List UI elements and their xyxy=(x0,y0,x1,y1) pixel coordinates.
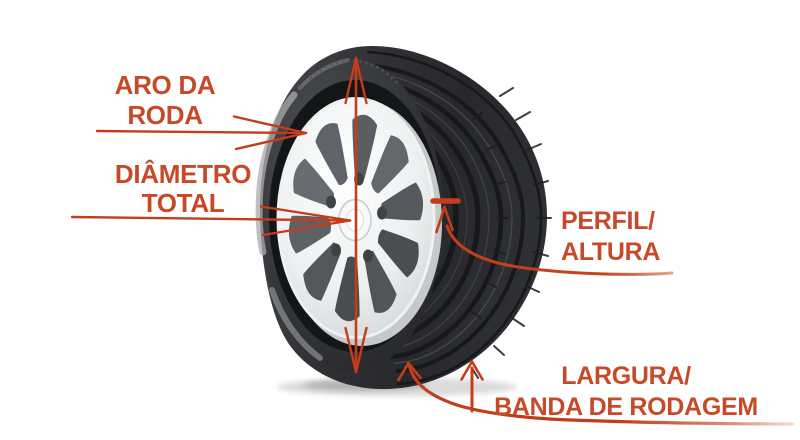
wheel-lug-slots xyxy=(326,172,387,263)
profile-label: PERFIL/ ALTURA xyxy=(561,206,781,268)
rim-pointer-arrow xyxy=(95,115,308,151)
profile-pointer-arrow xyxy=(430,198,674,276)
profile-label-line1: PERFIL/ xyxy=(561,207,655,235)
rim-label: ARO DA RODA xyxy=(68,70,262,130)
diameter-label-line1: DIÂMETRO xyxy=(114,159,252,189)
wheel-spokes xyxy=(288,114,424,322)
width-label-line2: BANDA DE RODAGEM xyxy=(494,393,758,421)
diameter-label: DIÂMETRO TOTAL xyxy=(86,160,280,218)
diameter-pointer-arrow xyxy=(70,205,352,237)
rim-label-line1: ARO DA xyxy=(114,70,216,100)
diameter-measure-line xyxy=(344,56,368,374)
width-label: LARGURA/ BANDA DE RODAGEM xyxy=(494,361,758,423)
profile-label-line2: ALTURA xyxy=(561,238,661,266)
rim-label-line2: RODA xyxy=(127,100,203,130)
width-label-line1: LARGURA/ xyxy=(561,362,691,390)
diameter-label-line2: TOTAL xyxy=(141,188,225,218)
width-pointer-arrow xyxy=(397,360,795,426)
